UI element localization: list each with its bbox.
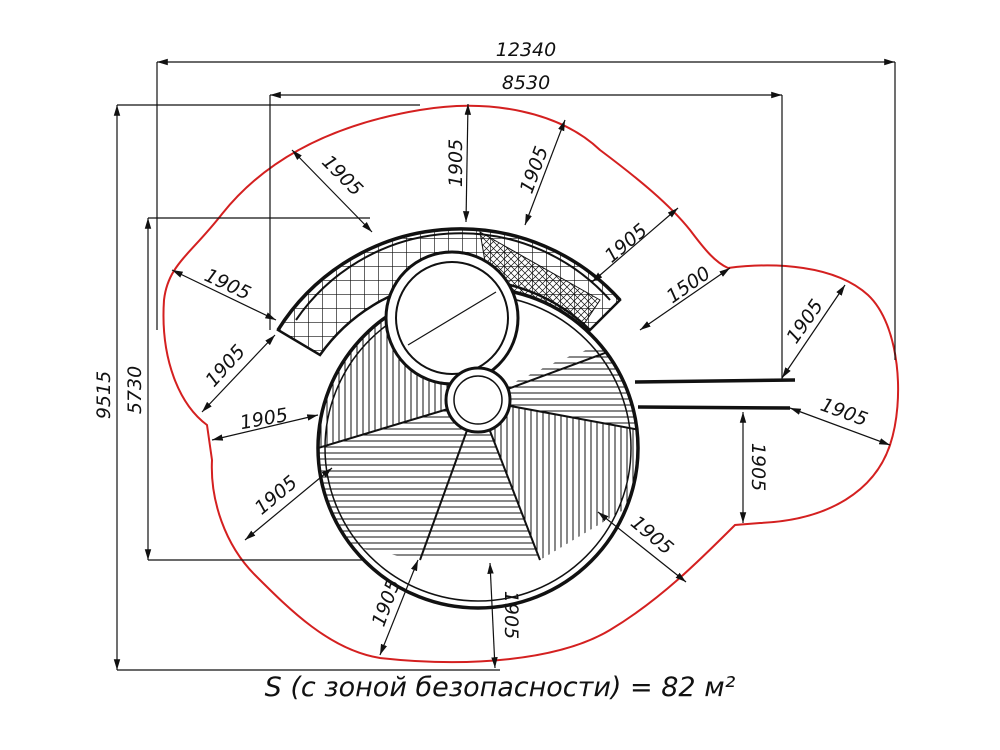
- label-zone-2: 1905: [445, 139, 467, 187]
- label-zone-4: 1905: [601, 219, 652, 267]
- tower-top: [384, 250, 520, 386]
- label-slide-offset: 1500: [662, 262, 714, 308]
- central-pole: [444, 366, 512, 434]
- label-overall-height: 9515: [93, 371, 115, 419]
- dimension-overall-width: 12340: [156, 39, 896, 360]
- dimension-overall-height: 9515: [93, 104, 500, 671]
- label-zone-8: 1905: [626, 511, 677, 559]
- label-zone-12: 1905: [238, 404, 289, 434]
- label-zone-10: 1905: [368, 576, 405, 629]
- slide-exit: [634, 378, 796, 410]
- label-zone-1: 1905: [317, 151, 367, 201]
- label-inner-width: 8530: [502, 72, 550, 94]
- label-zone-13: 1905: [201, 341, 250, 392]
- label-inner-height: 5730: [124, 366, 146, 414]
- label-zone-14: 1905: [201, 264, 254, 304]
- label-zone-9: 1905: [500, 591, 522, 639]
- area-caption: S (с зоной безопасности) = 82 м²: [264, 672, 736, 703]
- label-zone-5: 1905: [782, 295, 828, 347]
- safety-zone-outline: [162, 104, 900, 664]
- label-overall-width: 12340: [496, 39, 556, 61]
- label-zone-7: 1905: [747, 443, 769, 491]
- label-zone-3: 1905: [516, 143, 553, 196]
- label-zone-6: 1905: [818, 394, 871, 431]
- label-zone-11: 1905: [251, 471, 302, 519]
